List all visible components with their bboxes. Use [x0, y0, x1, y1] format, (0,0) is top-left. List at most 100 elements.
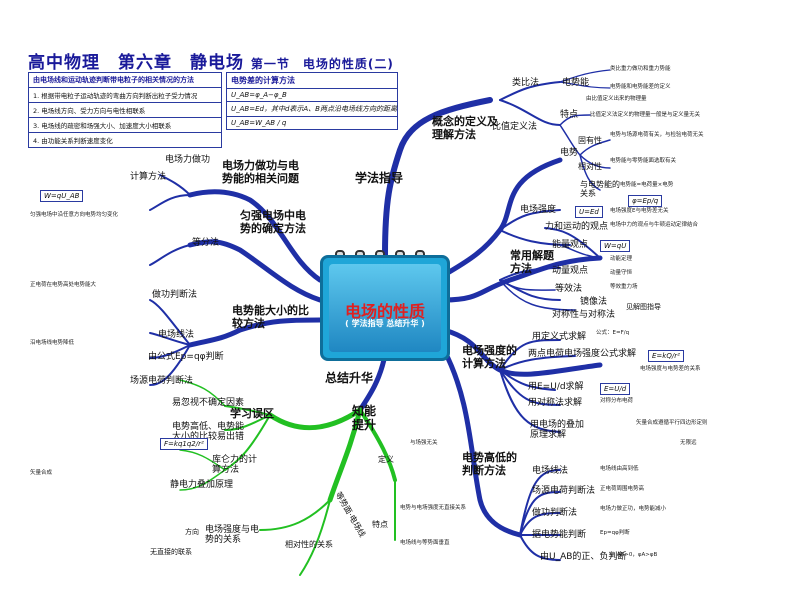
node-dengxiao: 等效法 [555, 284, 583, 294]
node-nengliang: 能量观点 [552, 240, 589, 250]
note: 电场强度E与电势差无关 [610, 208, 669, 214]
node-tedian2: 特点 [372, 520, 388, 529]
node-chiyuan: 场源电荷判断法 [532, 486, 596, 496]
node-xiangdui: 相对性的关系 [285, 540, 333, 549]
formula: U=Ed [575, 206, 603, 218]
note: 电场线与等势面垂直 [400, 540, 450, 546]
section-title: 第一节 电场的性质(二) [250, 57, 394, 71]
central-topic-image [329, 264, 441, 352]
note: 公式：E=F/q [596, 330, 630, 336]
formula: W=qU [600, 240, 631, 252]
note: 电场中力的观点与牛顿运动定律结合 [610, 222, 699, 228]
method-row: 1. 根据带电粒子运动轨迹的弯曲方向判断出粒子受力情况 [29, 87, 221, 102]
branch-left2: 匀强电场中电势的确定方法 [240, 209, 306, 235]
note: 矢量合成 [30, 470, 53, 476]
page-title: 高中物理 第六章 静电场 第一节 电场的性质(二) [28, 48, 394, 73]
node-diejia: 用电场的叠加原理求解 [530, 420, 585, 441]
node-duichen: 对称性与对称法 [552, 310, 616, 320]
branch-zhishi: 知能提升 [352, 404, 377, 432]
formula: φ=Ep/q [628, 195, 663, 207]
branch-xuefa: 学法指导 [355, 171, 404, 185]
formula: E=kQ/r² [648, 350, 684, 362]
branch-zongjie: 总结升华 [325, 371, 374, 385]
node-left-zuogong: 电场力做功 [165, 155, 211, 165]
node-dianshineng: 电势能 [562, 78, 590, 88]
node-left-jisuan: 计算方法 [130, 172, 167, 182]
note: 电场力做正功，电势能减小 [600, 506, 667, 512]
note: U_AB>0，φA>φB [610, 552, 658, 558]
node-liangdian: 两点电荷电场强度公式求解 [528, 349, 637, 359]
node-yidian: 据电势能判断 [532, 530, 587, 540]
node-yongding: 用定义式求解 [532, 332, 587, 342]
branch-left1: 电场力做功与电势能的相关问题 [222, 159, 299, 185]
node-changqiang: 电场强度 [520, 205, 557, 215]
note: 电势能和电势能差的定义 [610, 84, 671, 90]
node-kulun: 库仑力的计算方法 [212, 455, 258, 476]
central-title: 电场的性质 [344, 302, 425, 321]
central-topic: 电场的性质 ( 学法指导 总结升华 ) [320, 255, 450, 361]
node-tedian: 特点 [560, 110, 579, 120]
formula-row: U_AB=φ_A−φ_B [227, 89, 397, 102]
note: 正电荷周围电势高 [600, 486, 645, 492]
node-dianshi: 电势 [560, 148, 579, 158]
method-row: 3. 电场线的疏密和场强大小、加速度大小相联系 [29, 117, 221, 132]
branch-changyong: 常用解题方法 [510, 249, 554, 275]
note: 由比值定义出来的物理量 [586, 96, 647, 102]
branch-jisuan: 电场强度的计算方法 [462, 344, 517, 370]
branch-gaodi: 电势高低的判断方法 [462, 451, 517, 477]
note: 类比重力做功和重力势能 [610, 66, 671, 72]
method-box-title: 由电场线和运动轨迹判断带电粒子的相关情况的方法 [33, 76, 194, 84]
note: 沿电场线电势降低 [30, 340, 75, 346]
branch-xuexi: 学习误区 [230, 407, 274, 420]
node-gaodi2: 电势高低、电势能大小的比较易出错 [172, 422, 245, 443]
node-liyong: 力和运动的观点 [545, 222, 609, 232]
node-panduan: 做功判断法 [152, 290, 198, 300]
node-xiangduixing: 相对性 [578, 162, 602, 171]
note: 比值定义法定义的物理量一般是与定义量无关 [590, 112, 701, 118]
note: 矢量合成遵循平行四边形定则 [636, 420, 708, 426]
note: 匀强电场中沿任意方向电势均匀变化 [30, 212, 119, 218]
note: 电势能=电荷量×电势 [620, 182, 674, 188]
node-wuguanxi: 无直接的联系 [150, 548, 192, 556]
central-subtitle: ( 学法指导 总结升华 ) [345, 319, 425, 328]
note: 对称分布电荷 [600, 398, 634, 404]
method-box: 由电场线和运动轨迹判断带电粒子的相关情况的方法 1. 根据带电粒子运动轨迹的弯曲… [28, 72, 222, 148]
note: 电势与电场强度无直接关系 [400, 505, 467, 511]
formula: F=kq1q2/r² [160, 438, 208, 450]
note: 无限远 [680, 440, 697, 446]
node-yongEUd: 用E=U/d求解 [528, 382, 584, 392]
formula-box-title: 电势差的计算方法 [227, 73, 397, 89]
note: 电势能与零势能面选取有关 [610, 158, 677, 164]
note: 动量守恒 [610, 270, 633, 276]
node-yihu: 易忽视不确定因素 [172, 398, 245, 408]
node-guanxi: 电场强度与电势的关系 [205, 525, 260, 546]
note: 动能定理 [610, 256, 633, 262]
node-duicheng2: 用对称法求解 [528, 398, 583, 408]
note: 与场强无关 [410, 440, 438, 446]
node-bizhi: 比值定义法 [492, 122, 538, 132]
formula: W=qU_AB [40, 190, 84, 202]
formula-row: U_AB=W_AB / q [231, 119, 287, 127]
node-dongliang: 动量观点 [552, 266, 589, 276]
node-dingyi: 定义 [378, 455, 394, 464]
branch-gainian: 概念的定义及理解方法 [432, 115, 498, 141]
node-zuogong: 做功判断法 [532, 508, 578, 518]
node-chang: 场源电荷判断法 [130, 376, 194, 386]
note: 电场强度与电势差的关系 [640, 366, 701, 372]
node-dengfen: 等分法 [192, 238, 220, 248]
node-xianfa: 电场线法 [532, 466, 569, 476]
note: 电势与场源电荷有关，与检验电荷无关 [610, 132, 704, 138]
formula: E=U/d [600, 383, 631, 395]
node-jiancan: 见解图指导 [626, 303, 661, 311]
method-row: 2. 电场线方向、受力方向与电性相联系 [29, 102, 221, 117]
node-dianchang: 电场线法 [158, 330, 195, 340]
branch-left3: 电势能大小的比较方法 [232, 304, 309, 330]
chapter-title: 高中物理 第六章 静电场 [28, 53, 244, 73]
method-row: 4. 由功能关系判断速度变化 [29, 132, 221, 147]
note: 正电荷在电势高处电势能大 [30, 282, 97, 288]
node-leibi: 类比法 [512, 78, 540, 88]
formula-box: 电势差的计算方法 U_AB=φ_A−φ_B U_AB=Ed，其中d表示A、B两点… [226, 72, 398, 130]
node-yougongshi: 由公式Ep=qφ判断 [148, 352, 224, 362]
